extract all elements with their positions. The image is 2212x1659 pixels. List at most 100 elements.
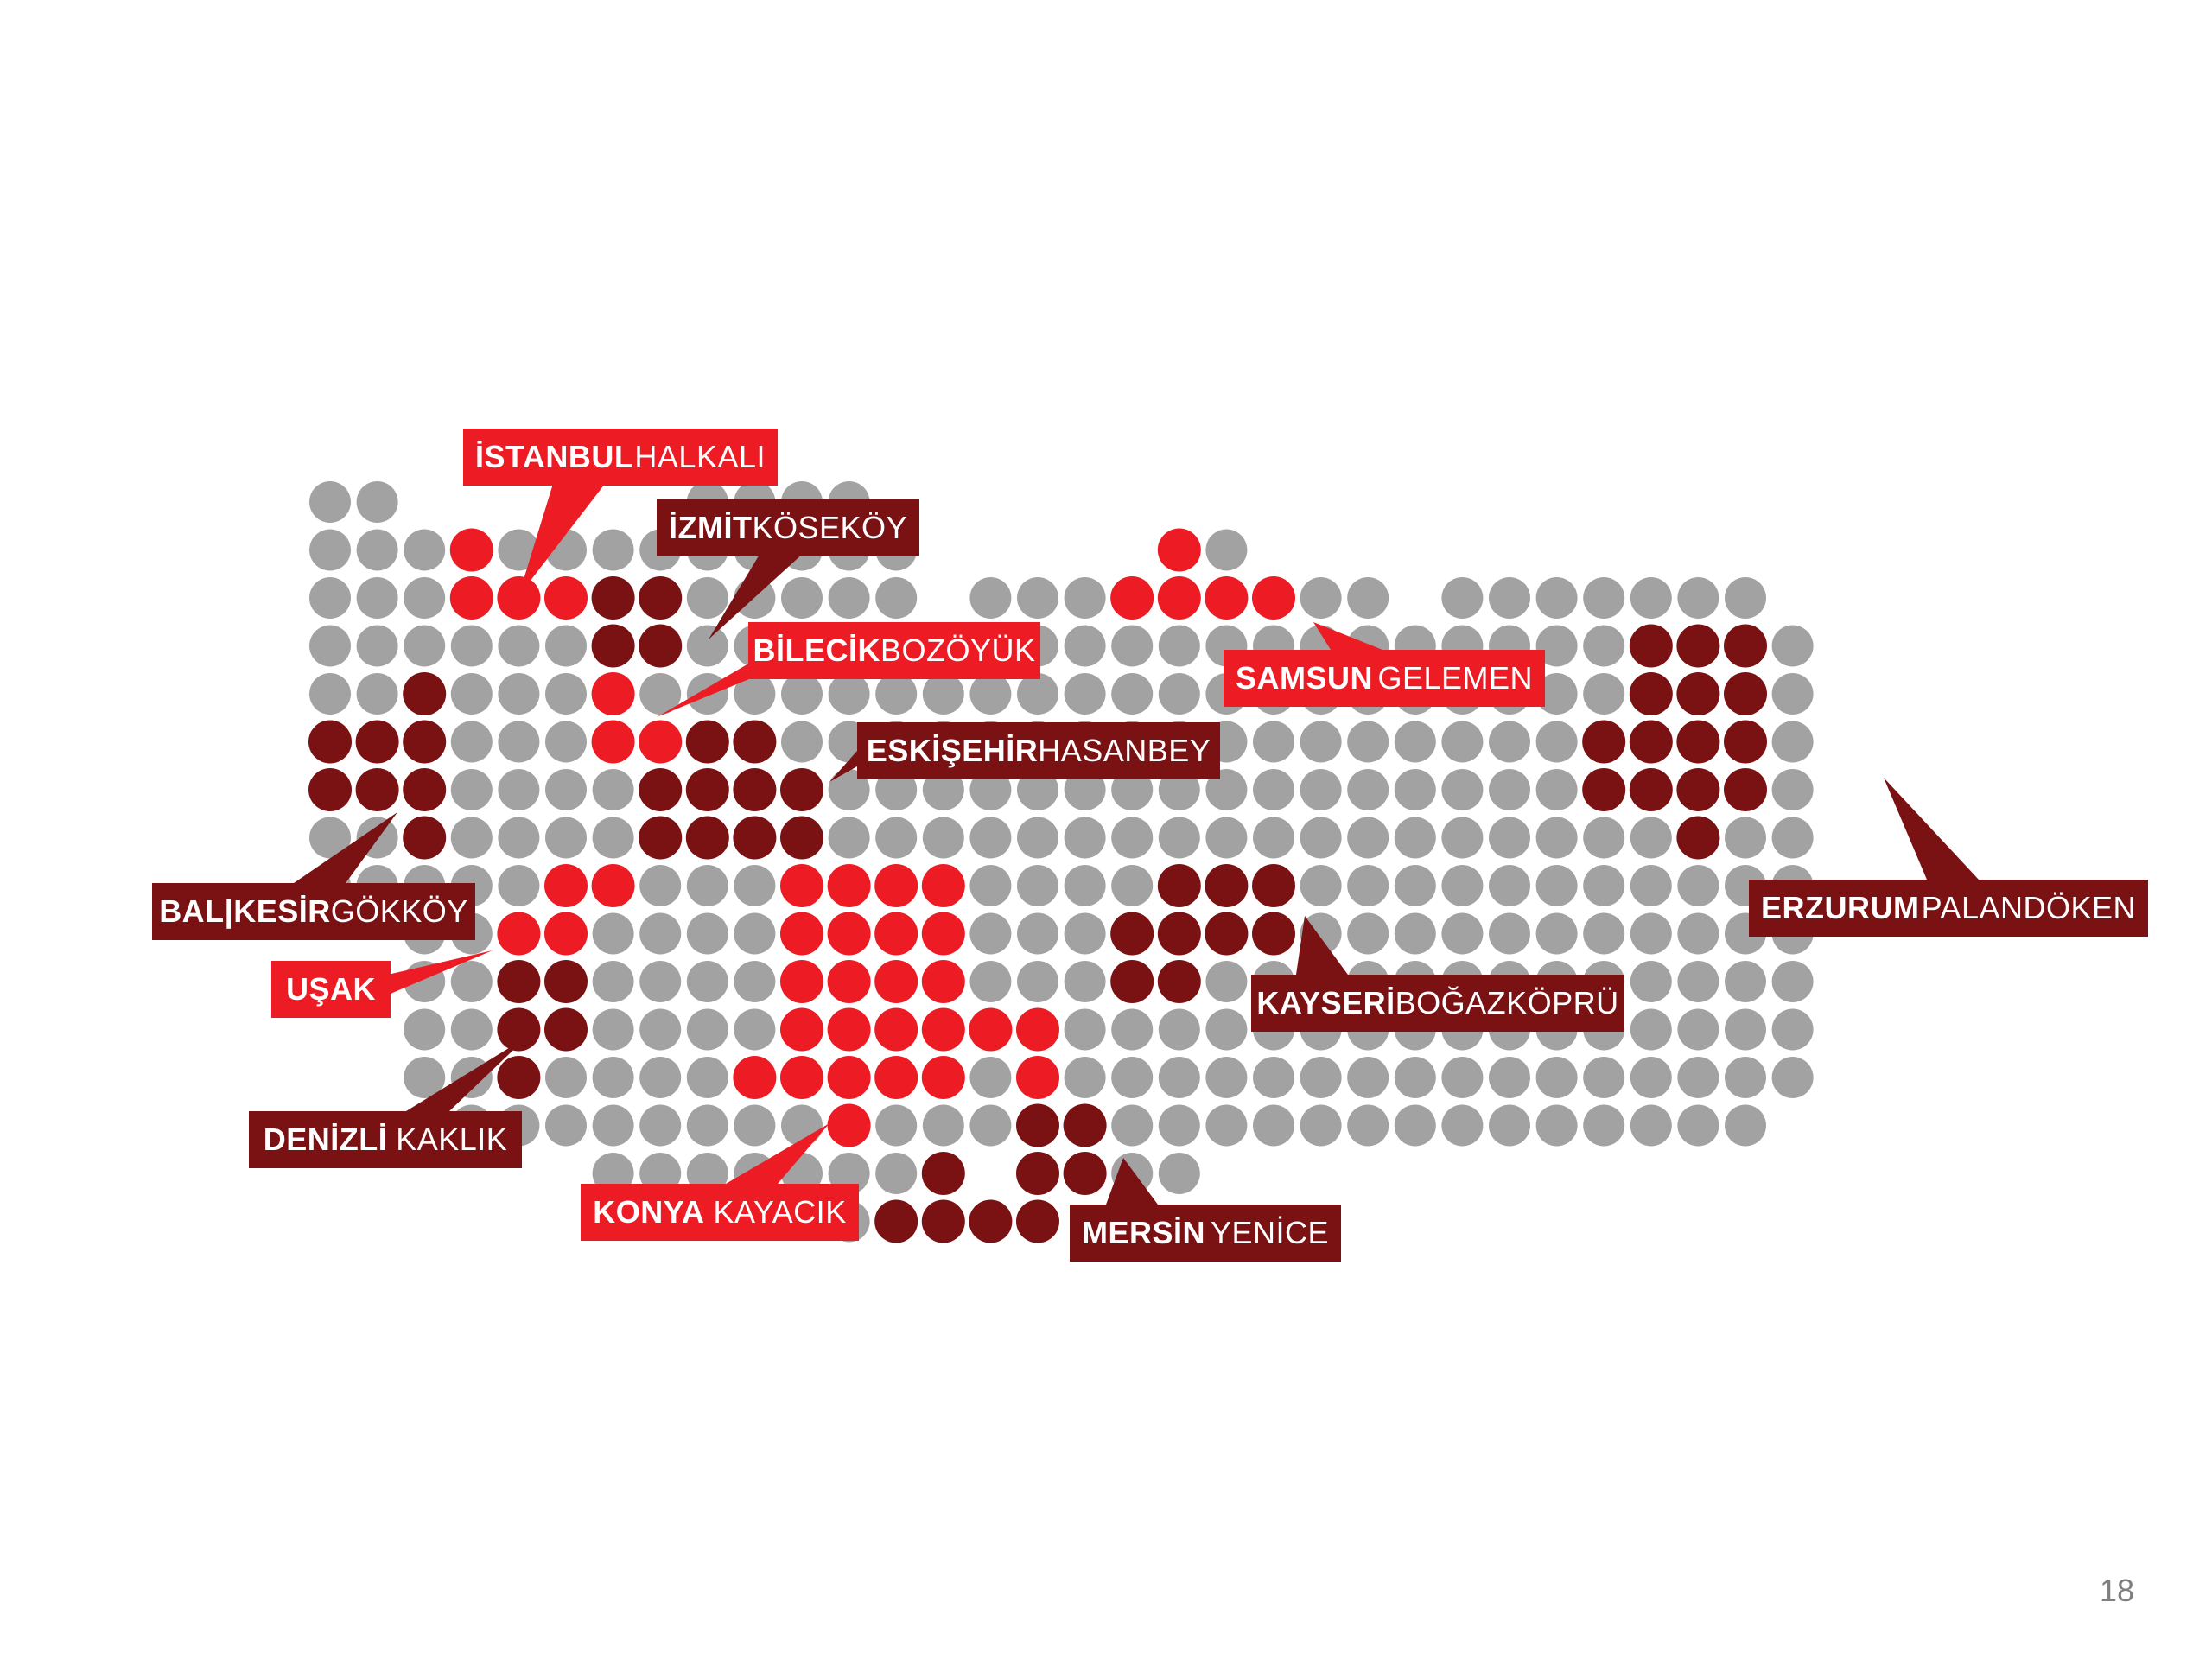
dot-grey: [498, 625, 540, 667]
dot-bright-red: [591, 864, 635, 907]
dot-grey: [450, 961, 493, 1002]
label-site: BOZÖYÜK: [880, 632, 1036, 668]
dot-bright-red: [497, 576, 541, 620]
dot-grey: [1771, 1008, 1814, 1051]
dot-grey: [545, 673, 587, 715]
label-pointer: [518, 484, 605, 596]
dot-grey: [969, 769, 1012, 810]
dot-grey: [1017, 577, 1058, 619]
label-city: MERSİN: [1082, 1215, 1206, 1250]
dot-grey: [1630, 912, 1672, 955]
dot-grey: [1394, 1057, 1436, 1098]
dot-grey: [875, 769, 918, 810]
dot-grey: [592, 912, 634, 955]
dot-grey: [309, 817, 351, 859]
dot-dark-red: [733, 768, 777, 811]
dot-grey: [1394, 817, 1436, 859]
dot-grey: [781, 673, 823, 715]
dot-grey: [592, 1104, 634, 1147]
dot-grey: [545, 817, 587, 859]
dot-grey: [1489, 577, 1530, 619]
label-pointer: [406, 1037, 527, 1111]
dot-grey: [734, 865, 776, 906]
dot-grey: [1111, 673, 1154, 715]
label-pointer: [294, 812, 397, 883]
dot-grey: [686, 625, 728, 667]
dot-grey: [1535, 625, 1578, 667]
dot-grey: [1489, 1104, 1530, 1147]
dot-grey: [1064, 577, 1106, 619]
dot-grey: [1441, 817, 1484, 859]
dot-grey: [1253, 1104, 1294, 1147]
dot-grey: [1111, 769, 1154, 810]
label-pointer: [1884, 778, 1979, 880]
dot-grey: [969, 817, 1012, 859]
label-site: HASANBEY: [1038, 733, 1211, 768]
dot-grey: [1253, 769, 1294, 810]
label-site: HALKALI: [634, 439, 766, 474]
dot-grey: [1064, 625, 1106, 667]
label-city: İZMİT: [668, 510, 753, 545]
dot-grey: [1158, 1008, 1200, 1051]
dot-grey: [1205, 961, 1248, 1002]
dot-grey: [969, 1104, 1012, 1147]
dot-grey: [1111, 625, 1154, 667]
dot-grey: [1441, 721, 1484, 763]
dot-grey: [1583, 1057, 1625, 1098]
dot-grey: [1535, 1057, 1578, 1098]
dot-bright-red: [449, 576, 493, 620]
dot-bright-red: [544, 576, 588, 620]
dot-bright-red: [1157, 528, 1201, 572]
dot-grey: [404, 625, 446, 667]
dot-grey: [1441, 577, 1484, 619]
dot-dark-red: [308, 768, 352, 811]
dot-grey: [356, 673, 398, 715]
dot-dark-red: [403, 816, 447, 860]
dot-dark-red: [1016, 1103, 1059, 1147]
dot-grey: [1205, 529, 1248, 571]
dot-grey: [498, 721, 540, 763]
dot-bright-red: [591, 720, 635, 764]
dot-grey: [1111, 865, 1154, 906]
dot-grey: [356, 481, 398, 523]
dot-grey: [1535, 769, 1578, 810]
label-pointer: [726, 1123, 830, 1184]
dot-grey: [1394, 721, 1436, 763]
label-city: BİLECİK: [753, 632, 880, 668]
label-site: KAKLIK: [396, 1122, 508, 1157]
dot-grey: [1394, 912, 1436, 955]
dot-grey: [1300, 577, 1342, 619]
dot-grey: [1158, 1057, 1200, 1098]
dot-grey: [1677, 961, 1719, 1002]
dot-bright-red: [497, 912, 541, 956]
dot-dark-red: [1676, 768, 1720, 811]
dot-bright-red: [827, 960, 871, 1003]
dot-dark-red: [308, 720, 352, 764]
dot-bright-red: [544, 912, 588, 956]
dot-grey: [498, 769, 540, 810]
dot-grey: [639, 1057, 682, 1098]
dot-grey: [1489, 912, 1530, 955]
dot-grey: [592, 529, 634, 571]
dot-grey: [356, 625, 398, 667]
dot-grey: [592, 1008, 634, 1051]
dot-dark-red: [1629, 672, 1673, 715]
dot-grey: [1771, 817, 1814, 859]
label-site: GÖKKÖY: [330, 893, 468, 929]
dot-bright-red: [1016, 1056, 1059, 1099]
dot-grey: [781, 721, 823, 763]
dot-grey: [1489, 865, 1530, 906]
dot-grey: [1300, 1057, 1342, 1098]
dot-dark-red: [1676, 672, 1720, 715]
dot-grey: [1205, 769, 1248, 810]
dot-dark-red: [1724, 624, 1767, 668]
dot-grey: [1583, 625, 1625, 667]
page-number: 18: [2099, 1573, 2134, 1608]
dot-grey: [686, 1008, 728, 1051]
dot-grey: [404, 1057, 446, 1098]
dot-grey: [1205, 1057, 1248, 1098]
dot-bright-red: [1252, 576, 1295, 620]
